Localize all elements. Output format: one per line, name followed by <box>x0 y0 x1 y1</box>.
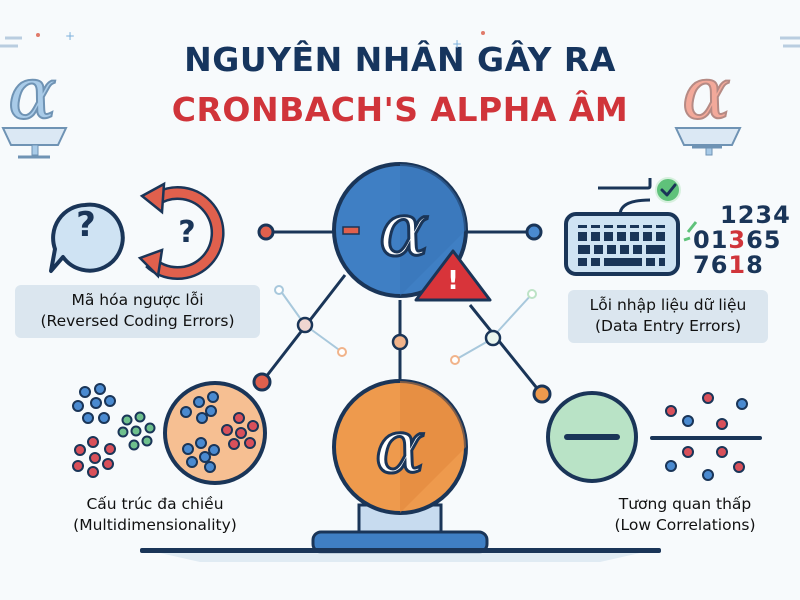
label-vi: Cấu trúc đa chiều <box>86 495 224 513</box>
label-en: (Data Entry Errors) <box>594 317 742 335</box>
label-vi: Mã hóa ngược lỗi <box>71 291 204 309</box>
alpha-symbol: α <box>374 403 427 492</box>
warning-icon <box>414 249 492 302</box>
negative-alpha-circle <box>332 162 468 298</box>
right-alpha-pedestal-icon: + α <box>452 31 800 156</box>
node-mid-left <box>296 316 314 334</box>
node-bottom-right <box>532 384 552 404</box>
left-alpha-pedestal-icon: + α <box>0 29 75 159</box>
node-left <box>257 223 275 241</box>
label-vi: Lỗi nhập liệu dữ liệu <box>589 296 747 314</box>
svg-text:+: + <box>65 29 75 43</box>
scatter-icon <box>650 392 762 481</box>
svg-text:α: α <box>8 51 57 135</box>
faint-network-lines <box>279 289 533 361</box>
label-multidimensionality: Cấu trúc đa chiều (Multidimensionality) <box>50 490 260 540</box>
minus-circle-icon <box>546 391 638 483</box>
title-line-2: CRONBACH'S ALPHA ÂM <box>171 90 629 129</box>
keyboard-icon <box>564 177 698 276</box>
node-mid-right <box>484 329 502 347</box>
label-data-entry: Lỗi nhập liệu dữ liệu (Data Entry Errors… <box>568 290 768 343</box>
warning-exclamation: ! <box>447 266 459 296</box>
reverse-arrow-icon <box>137 181 225 281</box>
baseline <box>140 548 660 553</box>
node-bottom-left <box>252 372 272 392</box>
digits-row-2: 01365 <box>693 226 782 254</box>
label-en: (Reversed Coding Errors) <box>40 312 235 330</box>
clusters-icon <box>72 383 156 478</box>
question-mark-arrow: ? <box>178 215 196 250</box>
label-vi: Tương quan thấp <box>618 495 752 513</box>
clusters-circle-icon <box>163 381 267 485</box>
svg-text:+: + <box>452 37 462 51</box>
title-line-1: NGUYÊN NHÂN GÂY RA <box>184 40 616 79</box>
svg-text:α: α <box>682 51 731 135</box>
node-right <box>525 223 543 241</box>
alpha-pedestal <box>311 379 489 554</box>
question-bubble-icon <box>49 202 125 273</box>
digits-row-1: 1234 <box>720 201 791 229</box>
node-mid-center <box>391 333 409 351</box>
label-en: (Multidimensionality) <box>73 516 237 534</box>
negative-alpha-symbol: α <box>378 186 431 275</box>
question-mark-bubble: ? <box>76 205 96 245</box>
label-en: (Low Correlations) <box>614 516 756 534</box>
label-low-correlations: Tương quan thấp (Low Correlations) <box>590 490 780 540</box>
label-reversed-coding: Mã hóa ngược lỗi (Reversed Coding Errors… <box>15 285 260 338</box>
digits-row-3: 7618 <box>693 251 764 279</box>
